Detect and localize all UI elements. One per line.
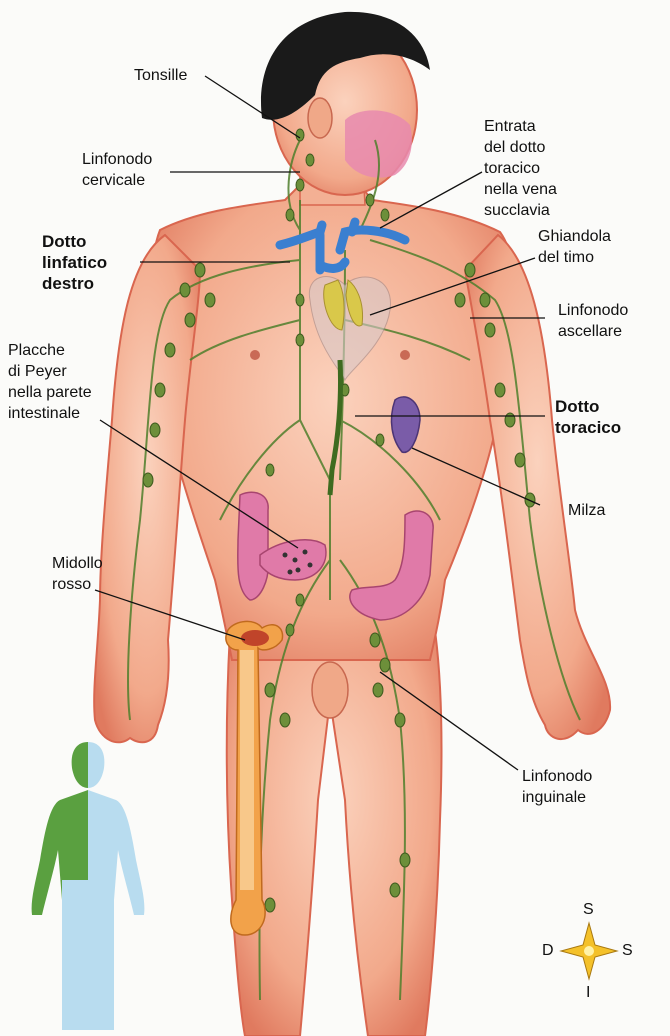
- label-entrata-dotto-toracico: Entrata del dotto toracico nella vena su…: [484, 118, 557, 219]
- femur-bone: [225, 620, 284, 936]
- compass-star-icon: [559, 921, 619, 981]
- compass-top-label: S: [583, 901, 594, 918]
- label-dotto-linfatico-destro: Dotto linfatico destro: [42, 232, 108, 293]
- intestines: [237, 491, 434, 621]
- lymphatic-vessels: [127, 139, 581, 1001]
- compass-right-label: S: [622, 942, 633, 959]
- thoracic-duct: [327, 359, 344, 496]
- mini-body-orientation-figure: [31, 742, 145, 1030]
- label-linfonodo-cervicale: Linfonodo cervicale: [82, 151, 153, 189]
- label-tonsille: Tonsille: [134, 67, 188, 84]
- label-placche-peyer: Placche di Peyer nella parete intestinal…: [8, 342, 92, 422]
- leader-lines: [94, 75, 545, 771]
- label-linfonodo-inguinale: Linfonodo inguinale: [522, 768, 593, 806]
- label-ghiandola-timo: Ghiandola del timo: [538, 228, 611, 266]
- label-midollo-rosso: Midollo rosso: [52, 555, 103, 593]
- compass-bottom-label: I: [586, 984, 591, 1001]
- label-dotto-toracico: Dotto toracico: [555, 397, 622, 437]
- lymph-nodes: [142, 128, 536, 913]
- label-milza: Milza: [568, 502, 606, 519]
- compass-left-label: D: [542, 942, 554, 959]
- thymus-gland: [323, 279, 364, 331]
- peyers-patches: [282, 549, 313, 575]
- spleen: [390, 396, 421, 454]
- subclavian-veins: [275, 217, 410, 275]
- label-linfonodo-ascellare: Linfonodo ascellare: [558, 302, 629, 340]
